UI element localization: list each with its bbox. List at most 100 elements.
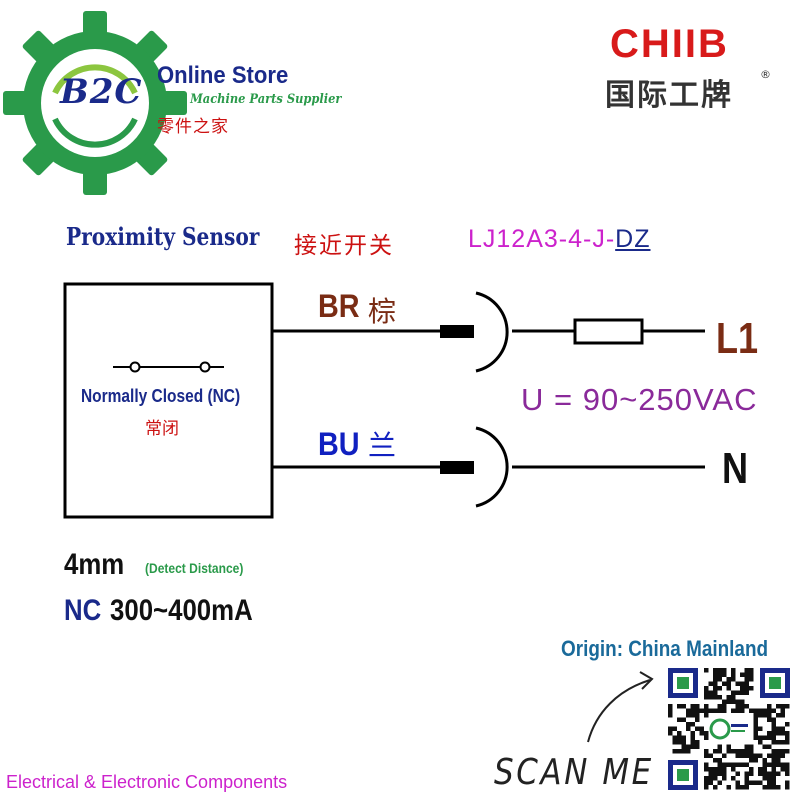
qr-module: [704, 731, 709, 736]
qr-module: [708, 776, 713, 781]
qr-module: [717, 749, 722, 754]
qr-module: [780, 708, 785, 713]
qr-module: [677, 735, 682, 740]
voltage-label: U = 90~250VAC: [521, 382, 758, 417]
qr-module: [717, 771, 722, 776]
qr-module: [722, 672, 727, 677]
qr-module: [758, 780, 763, 785]
qr-module: [695, 740, 700, 745]
qr-module: [785, 785, 790, 790]
qr-module: [735, 690, 740, 695]
qr-module: [726, 695, 731, 700]
qr-module: [744, 744, 749, 749]
qr-module: [735, 780, 740, 785]
br-wire-label: BR: [318, 288, 360, 324]
qr-module: [758, 771, 763, 776]
scan-arrow: [587, 679, 651, 743]
qr-module: [749, 749, 754, 754]
qr-module: [708, 771, 713, 776]
qr-module: [740, 749, 745, 754]
store-cn-name: 零件之家: [157, 117, 229, 137]
current-rating: 300~400mA: [110, 594, 253, 627]
qr-module: [767, 704, 772, 709]
qr-module: [762, 708, 767, 713]
qr-module: [722, 681, 727, 686]
origin-label: Origin: China Mainland: [561, 636, 769, 661]
qr-module: [726, 686, 731, 691]
qr-module: [731, 749, 736, 754]
qr-module: [767, 785, 772, 790]
qr-module: [785, 722, 790, 727]
scan-me-label: SCAN ME: [494, 752, 654, 793]
qr-module: [740, 762, 745, 767]
qr-module: [771, 717, 776, 722]
qr-module: [672, 726, 677, 731]
qr-module: [704, 776, 709, 781]
qr-module: [735, 771, 740, 776]
qr-module: [749, 767, 754, 772]
qr-module: [762, 767, 767, 772]
qr-module: [749, 677, 754, 682]
qr-module: [753, 717, 758, 722]
qr-module: [740, 699, 745, 704]
qr-module: [762, 758, 767, 763]
qr-module: [708, 708, 713, 713]
qr-module: [690, 744, 695, 749]
br-connector-socket: [475, 291, 509, 373]
qr-module: [749, 753, 754, 758]
qr-module: [758, 753, 763, 758]
switch-contact-left: [129, 361, 141, 373]
qr-module: [695, 713, 700, 718]
qr-module: [704, 713, 709, 718]
qr-module: [758, 767, 763, 772]
qr-module: [726, 749, 731, 754]
qr-module: [753, 713, 758, 718]
qr-module: [722, 699, 727, 704]
qr-module: [668, 731, 673, 736]
qr-module: [686, 708, 691, 713]
qr-module: [735, 708, 740, 713]
qr-module: [740, 704, 745, 709]
qr-module: [704, 785, 709, 790]
qr-module: [771, 767, 776, 772]
qr-module: [771, 740, 776, 745]
qr-module: [695, 704, 700, 709]
qr-module: [744, 690, 749, 695]
qr-module: [744, 677, 749, 682]
bu-wire-label: BU: [318, 426, 360, 462]
qr-module: [744, 749, 749, 754]
qr-module: [704, 780, 709, 785]
sensor-box: [63, 282, 274, 519]
qr-module: [713, 776, 718, 781]
qr-module: [771, 749, 776, 754]
qr-module: [726, 762, 731, 767]
qr-module: [731, 767, 736, 772]
qr-module: [717, 780, 722, 785]
qr-module: [771, 722, 776, 727]
qr-module: [717, 677, 722, 682]
qr-module: [708, 681, 713, 686]
qr-module: [726, 785, 731, 790]
qr-module: [704, 704, 709, 709]
qr-module: [785, 762, 790, 767]
qr-module: [758, 740, 763, 745]
qr-module: [686, 726, 691, 731]
qr-module: [686, 722, 691, 727]
qr-module: [704, 767, 709, 772]
qr-module: [758, 726, 763, 731]
qr-module: [699, 731, 704, 736]
qr-module: [776, 704, 781, 709]
qr-module: [735, 704, 740, 709]
qr-module: [677, 731, 682, 736]
qr-module: [704, 708, 709, 713]
qr-module: [713, 695, 718, 700]
qr-module: [722, 668, 727, 673]
qr-module: [776, 758, 781, 763]
bu-connector-pin: [440, 461, 474, 474]
qr-module: [758, 708, 763, 713]
model-number: LJ12A3-4-J-DZ: [468, 225, 651, 254]
qr-module: [668, 726, 673, 731]
qr-module: [695, 708, 700, 713]
